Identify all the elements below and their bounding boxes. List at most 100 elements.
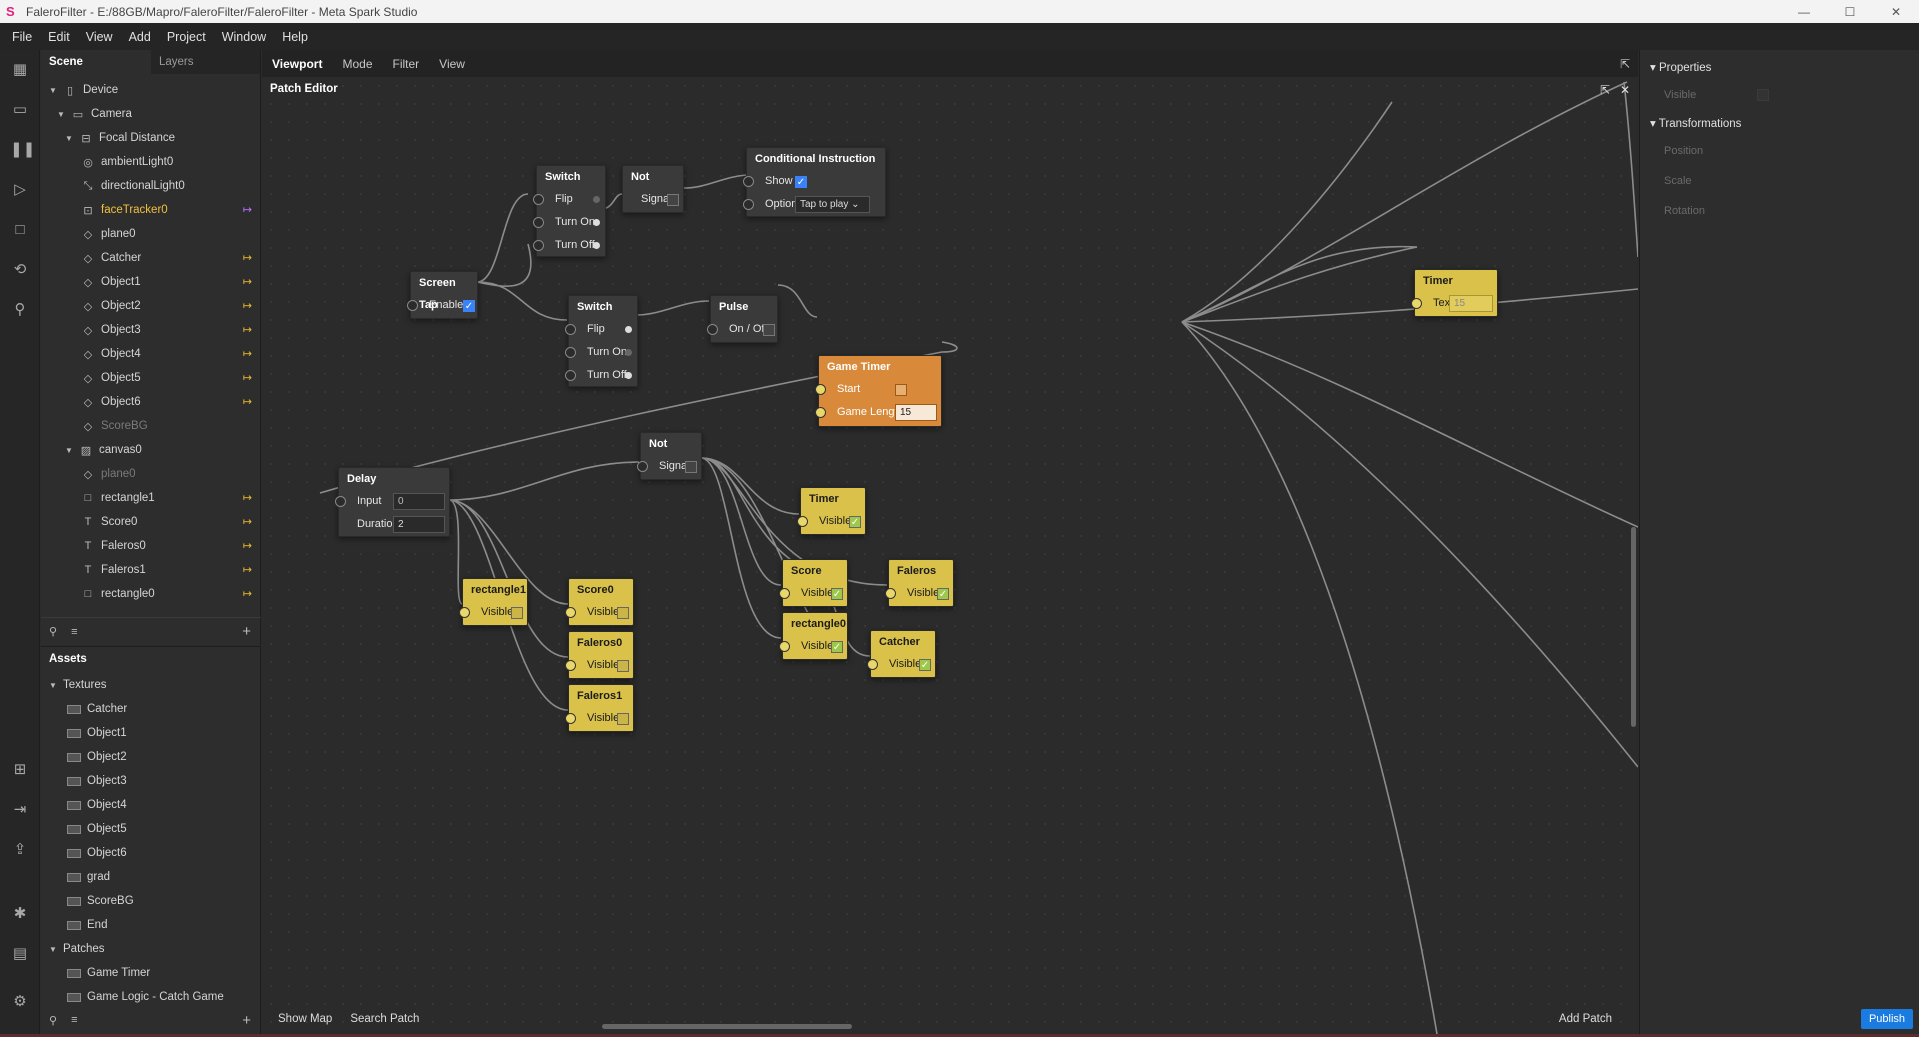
properties-section[interactable]: ▾ Properties (1650, 62, 1712, 74)
signal-checkbox[interactable] (667, 194, 679, 206)
add-to-library-icon[interactable]: ⊞ (13, 761, 27, 778)
play-icon[interactable]: ▷ (14, 181, 26, 198)
input-port[interactable] (565, 713, 576, 724)
popout-icon[interactable]: ⇱ (1619, 56, 1630, 71)
scene-tree-item[interactable]: ⊡faceTracker0 (81, 198, 281, 222)
scene-tree-item[interactable]: ◇Object1 (81, 270, 281, 294)
expand-arrow-icon[interactable]: ▼ (65, 445, 73, 455)
simulator-icon[interactable]: ▭ (12, 101, 28, 118)
minimize-button[interactable]: — (1798, 4, 1810, 19)
onoff-checkbox[interactable] (763, 324, 775, 336)
tab-filter[interactable]: Filter (392, 56, 420, 71)
start-checkbox[interactable] (895, 384, 907, 396)
input-port[interactable] (815, 384, 826, 395)
assets-search-icon[interactable]: ⚲ (49, 1014, 58, 1027)
horizontal-scrollbar[interactable] (602, 1024, 852, 1029)
patch-editor[interactable]: Patch Editor ⇱ ✕ Switch Flip Turn On Tur… (262, 77, 1638, 1034)
asset-texture-item[interactable]: Object5 (67, 817, 127, 841)
search-patch-button[interactable]: Search Patch (350, 1013, 420, 1025)
pause-icon[interactable]: ❚❚ (10, 141, 36, 158)
show-map-button[interactable]: Show Map (278, 1013, 333, 1025)
node-catcher[interactable]: Catcher Visible✓ (867, 630, 936, 678)
text-field[interactable]: 15 (1449, 295, 1493, 312)
console-icon[interactable]: ▤ (12, 945, 28, 962)
asset-texture-item[interactable]: Catcher (67, 697, 127, 721)
input-port[interactable] (565, 370, 576, 381)
asset-texture-item[interactable]: Object4 (67, 793, 127, 817)
menu-project[interactable]: Project (166, 29, 206, 44)
game-length-field[interactable]: 15 (895, 404, 937, 421)
visible-checkbox[interactable]: ✓ (831, 588, 843, 600)
tab-mode[interactable]: Mode (342, 56, 373, 71)
patch-link-icon[interactable]: ↦ (242, 372, 252, 384)
node-pulse[interactable]: Pulse On / Off (707, 295, 778, 343)
patch-link-icon[interactable]: ↦ (242, 516, 252, 528)
input-port[interactable] (815, 407, 826, 418)
scene-tree-item[interactable]: ▼▯Device (49, 78, 249, 102)
input-port[interactable] (335, 496, 346, 507)
input-port[interactable] (743, 199, 754, 210)
settings-gear-icon[interactable]: ⚙ (13, 993, 27, 1010)
input-port[interactable] (533, 194, 544, 205)
node-rectangle1[interactable]: rectangle1 Visible (459, 578, 528, 626)
asset-texture-item[interactable]: Object2 (67, 745, 127, 769)
scene-tree-item[interactable]: ▼▭Camera (57, 102, 257, 126)
menu-help[interactable]: Help (282, 29, 308, 44)
enabled-checkbox[interactable]: ✓ (463, 300, 475, 312)
visible-checkbox[interactable]: ✓ (849, 516, 861, 528)
menu-view[interactable]: View (85, 29, 113, 44)
scene-tree-item[interactable]: ◎ambientLight0 (81, 150, 281, 174)
search-icon[interactable]: ⚲ (14, 301, 26, 318)
input-port[interactable] (707, 324, 718, 335)
assets-add-icon[interactable]: + (242, 1011, 251, 1029)
scene-filter-icon[interactable]: ≡ (71, 625, 78, 638)
send-to-device-icon[interactable]: ⇥ (13, 801, 27, 818)
asset-patch-item[interactable]: Game Logic - Catch Game (67, 985, 224, 1009)
patch-link-icon[interactable]: ↦ (242, 396, 252, 408)
patch-link-icon[interactable]: ↦ (242, 300, 252, 312)
tab-view[interactable]: View (439, 56, 465, 71)
node-switch-1[interactable]: Switch Flip Turn On Turn Off (533, 165, 606, 257)
input-port[interactable] (885, 588, 896, 599)
input-port[interactable] (1411, 298, 1422, 309)
input-port[interactable] (459, 607, 470, 618)
patch-link-icon[interactable]: ↦ (242, 492, 252, 504)
visible-checkbox[interactable]: ✓ (937, 588, 949, 600)
scene-tree-item[interactable]: ◇Object3 (81, 318, 281, 342)
visible-checkbox[interactable]: ✓ (831, 641, 843, 653)
scene-tree-item[interactable]: ▼⊟Focal Distance (65, 126, 265, 150)
input-port[interactable] (533, 240, 544, 251)
asset-texture-item[interactable]: ScoreBG (67, 889, 134, 913)
node-faleros0[interactable]: Faleros0 Visible (565, 631, 634, 679)
asset-texture-item[interactable]: End (67, 913, 107, 937)
tab-viewport[interactable]: Viewport (272, 56, 323, 71)
node-score0[interactable]: Score0 Visible (565, 578, 634, 626)
node-not-2[interactable]: Not Signal (637, 432, 702, 480)
tab-layers[interactable]: Layers (159, 56, 194, 68)
signal-checkbox[interactable] (685, 461, 697, 473)
patch-link-icon[interactable]: ↦ (242, 540, 252, 552)
transformations-section[interactable]: ▾ Transformations (1650, 118, 1742, 130)
expand-arrow-icon[interactable]: ▼ (49, 85, 57, 95)
input-port[interactable] (565, 347, 576, 358)
input-port[interactable] (867, 659, 878, 670)
node-switch-2[interactable]: Switch Flip Turn On Turn Off (565, 295, 638, 387)
asset-texture-item[interactable]: Object1 (67, 721, 127, 745)
input-port[interactable] (743, 176, 754, 187)
tab-scene[interactable]: Scene (41, 50, 151, 74)
visible-checkbox[interactable] (511, 607, 523, 619)
upload-icon[interactable]: ⇪ (13, 841, 27, 858)
add-patch-button[interactable]: Add Patch (1558, 1013, 1612, 1025)
node-screen-tap[interactable]: Screen Tap Enabled✓ (407, 271, 478, 319)
scene-tree-item[interactable]: ◇plane0 (81, 462, 281, 486)
visible-checkbox[interactable] (1757, 89, 1769, 101)
visible-checkbox[interactable] (617, 713, 629, 725)
input-field[interactable]: 0 (393, 493, 445, 510)
input-port[interactable] (533, 217, 544, 228)
menu-file[interactable]: File (12, 29, 33, 44)
